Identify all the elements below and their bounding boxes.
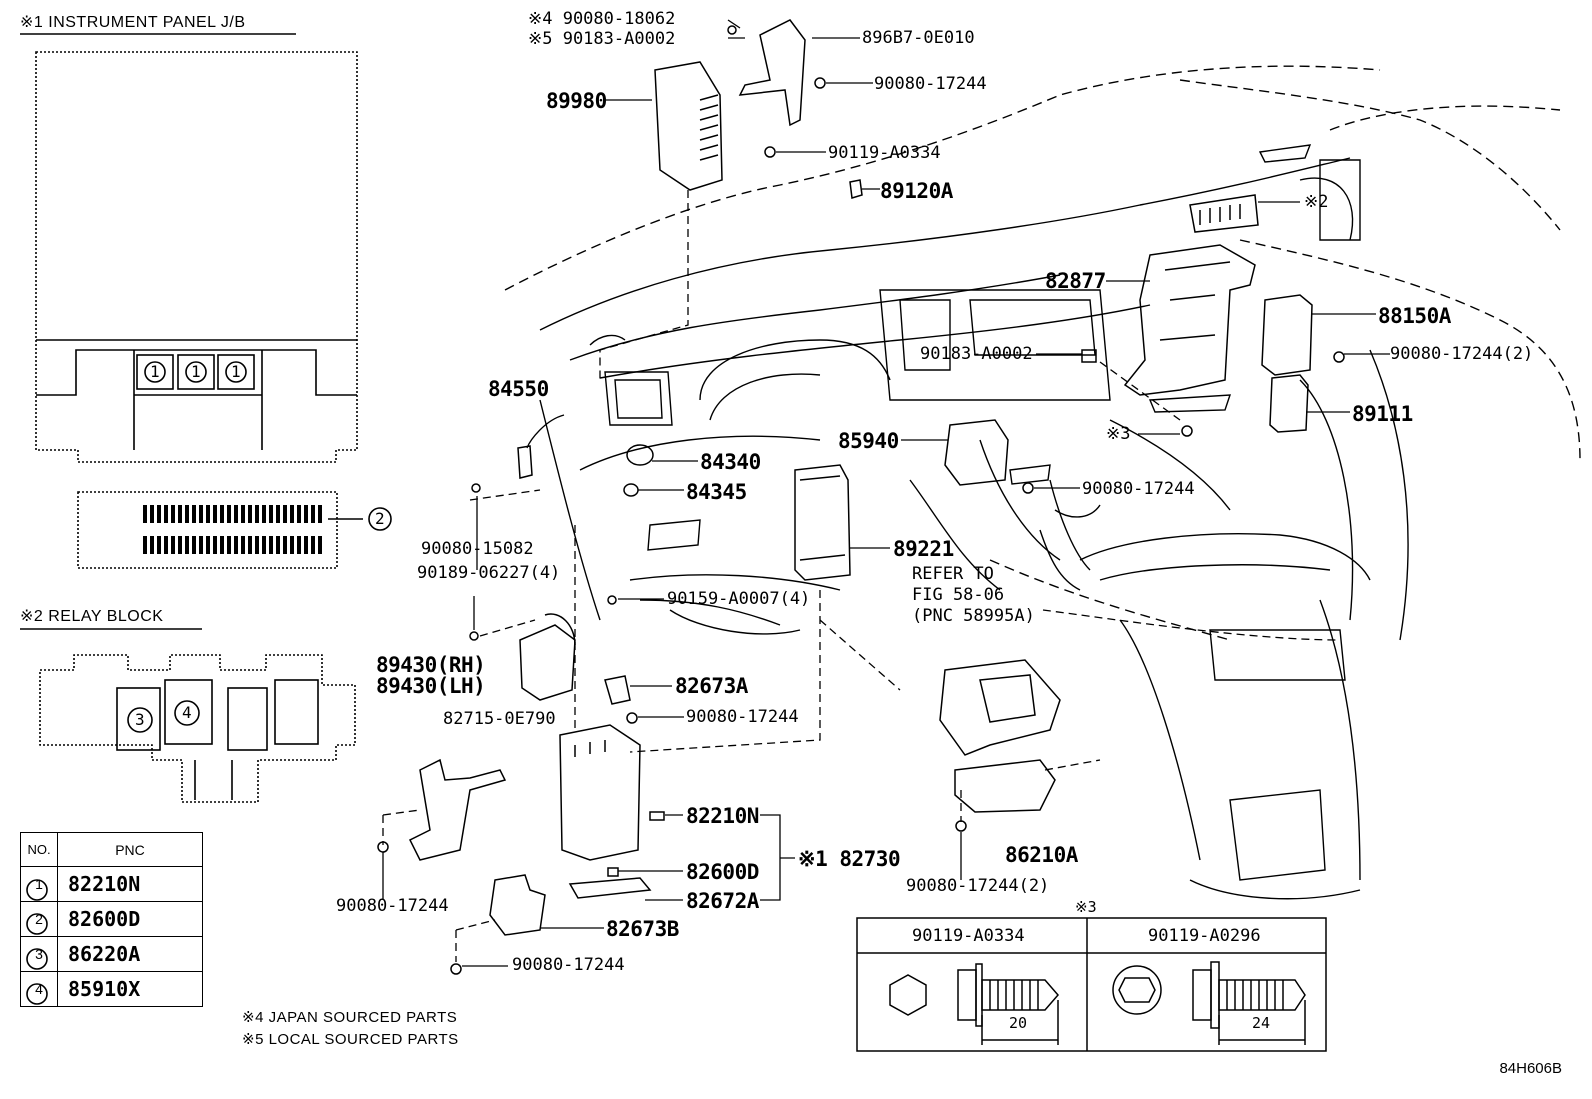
bolt-table-marker: ※3 (1075, 898, 1097, 916)
callout-90080-18062: ※4 90080-18062 (528, 9, 676, 29)
callout-refer-fig: FIG 58-06 (912, 585, 1005, 605)
pnc-row-pnc: 86220A (57, 936, 203, 972)
callout-refer-pnc: (PNC 58995A) (912, 606, 1035, 626)
jb-section-title: ※1 INSTRUMENT PANEL J/B (20, 14, 246, 31)
table-row: 1 82210N (20, 866, 203, 902)
callout-90080-17244-b: 90080-17244 (1082, 479, 1195, 499)
callout-89221: 89221 (893, 537, 954, 561)
fuse-array (143, 505, 322, 554)
dashboard-outline (504, 65, 1581, 900)
note-japan-parts: ※4 JAPAN SOURCED PARTS (242, 1009, 458, 1026)
jb-marker-1b: 1 (191, 362, 201, 381)
pnc-row-pnc: 85910X (57, 971, 203, 1007)
callout-896b7-0e010: 896B7-0E010 (862, 28, 975, 48)
pnc-row-no: 1 (20, 866, 58, 902)
pnc-row-no: 3 (20, 936, 58, 972)
callout-82715-0e790: 82715-0E790 (443, 709, 556, 729)
bolt-col2-header: 90119-A0296 (1148, 926, 1261, 946)
callout-89980: 89980 (546, 89, 607, 113)
bolt-dim-20: 20 (1009, 1014, 1028, 1032)
callout-82672a: 82672A (686, 889, 759, 913)
table-row: 4 85910X (20, 971, 203, 1007)
bolt-dim-24: 24 (1252, 1014, 1271, 1032)
callout-90119-a0334: 90119-A0334 (828, 143, 941, 163)
pnc-row-pnc: 82600D (57, 901, 203, 937)
table-row: 2 82600D (20, 901, 203, 937)
pnc-table: NO. PNC 1 82210N 2 82600D 3 86220A 4 859… (20, 832, 203, 1007)
relay-marker-4: 4 (182, 703, 192, 722)
callout-relay-ref: ※2 (1304, 192, 1329, 212)
callout-82673b: 82673B (606, 917, 679, 941)
relay-section-title: ※2 RELAY BLOCK (20, 608, 164, 625)
callout-90080-17244-d: 90080-17244 (336, 896, 449, 916)
jb-fuse-strip (77, 491, 338, 569)
note-local-parts: ※5 LOCAL SOURCED PARTS (242, 1031, 459, 1048)
callout-82730: ※1 82730 (798, 847, 901, 871)
relay-outline (39, 654, 356, 803)
callout-90189-06227: 90189-06227(4) (417, 563, 561, 583)
callout-84345: 84345 (686, 480, 747, 504)
callout-88150a: 88150A (1378, 304, 1451, 328)
leader-lines (382, 19, 1390, 967)
table-row: 3 86220A (20, 936, 203, 972)
callout-84550: 84550 (488, 377, 549, 401)
callout-84340: 84340 (700, 450, 761, 474)
part-sketches (377, 19, 1345, 975)
callout-90080-15082: 90080-15082 (421, 539, 534, 559)
callout-90159-a0007: 90159-A0007(4) (667, 589, 811, 609)
callout-90080-17244-2a: 90080-17244(2) (1390, 344, 1534, 364)
callout-90080-17244-e: 90080-17244 (512, 955, 625, 975)
jb-outline (35, 51, 358, 463)
relay-marker-3: 3 (135, 710, 145, 729)
figure-id: 84H606B (1499, 1060, 1562, 1077)
callout-bolt-ref: ※3 (1106, 424, 1131, 444)
callout-refer-to: REFER TO (912, 564, 994, 584)
pnc-header-no: NO. (20, 832, 58, 867)
callout-89111: 89111 (1352, 402, 1413, 426)
callout-90183-a0002: 90183-A0002 (920, 344, 1033, 364)
jb-marker-2: 2 (375, 509, 385, 528)
jb-marker-1c: 1 (231, 362, 241, 381)
callout-89120a: 89120A (880, 179, 953, 203)
callout-85940: 85940 (838, 429, 899, 453)
bolt-table-drawing (856, 917, 1327, 1052)
pnc-row-no: 4 (20, 971, 58, 1007)
callout-90080-17244-c: 90080-17244 (686, 707, 799, 727)
callout-90183-a0002-local: ※5 90183-A0002 (528, 29, 676, 49)
pnc-header-pnc: PNC (57, 832, 203, 867)
jb-marker-1a: 1 (150, 362, 160, 381)
callout-89430-rh: 89430(RH) (376, 653, 486, 677)
callout-82600d: 82600D (686, 860, 759, 884)
bolt-col1-header: 90119-A0334 (912, 926, 1025, 946)
callout-82210n: 82210N (686, 804, 759, 828)
callout-89430-lh: 89430(LH) (376, 674, 486, 698)
pnc-row-pnc: 82210N (57, 866, 203, 902)
callout-86210a: 86210A (1005, 843, 1078, 867)
callout-90080-17244-a: 90080-17244 (874, 74, 987, 94)
jb-lower-box (36, 349, 357, 450)
callout-82673a: 82673A (675, 674, 748, 698)
callout-90080-17244-2b: 90080-17244(2) (906, 876, 1050, 896)
callout-82877: 82877 (1045, 269, 1106, 293)
pnc-row-no: 2 (20, 901, 58, 937)
